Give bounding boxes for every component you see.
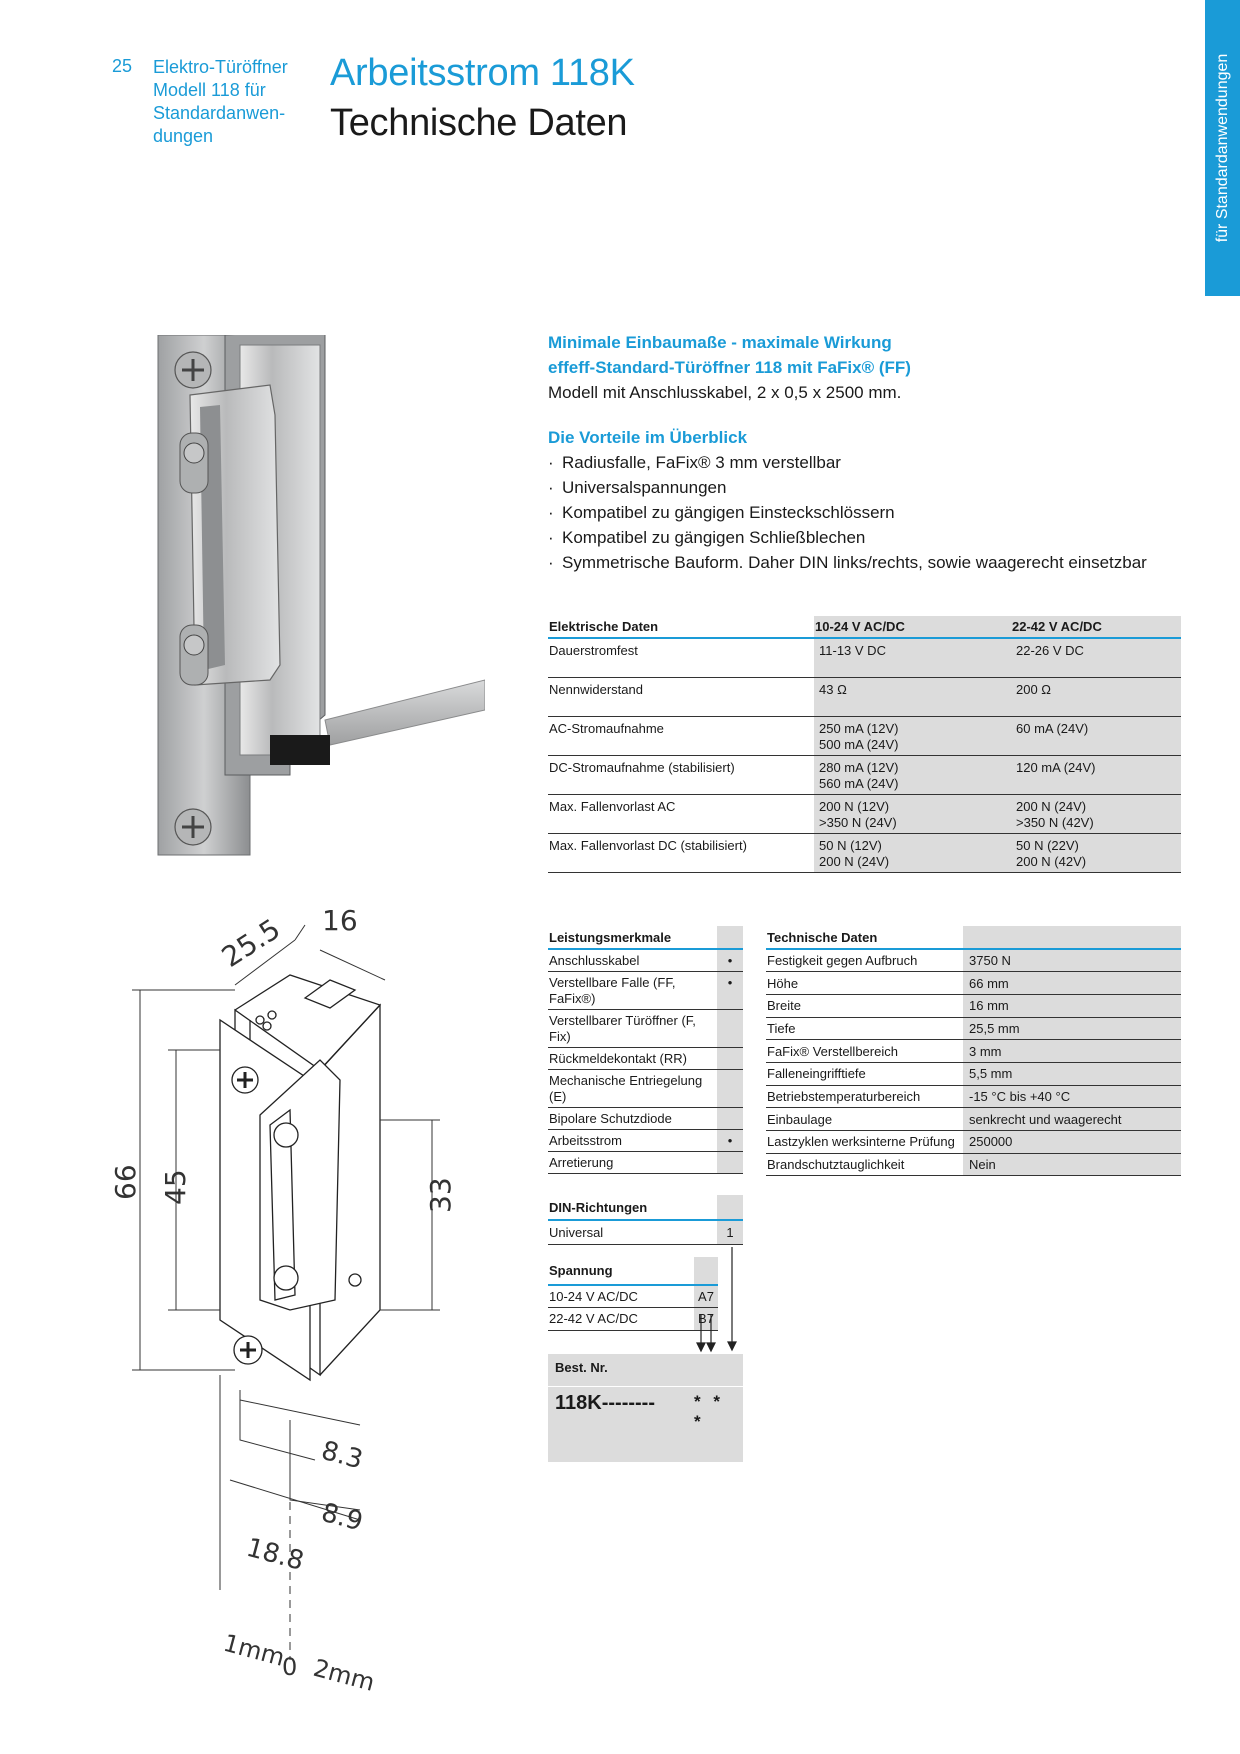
scale-2mm: 2mm: [310, 1654, 377, 1697]
technical-data-table: Technische Daten Festigkeit gegen Aufbru…: [766, 926, 1181, 1177]
scale-1mm: 1mm: [220, 1629, 287, 1672]
order-number-box: Best. Nr. 118K-------- * * *: [548, 1354, 743, 1462]
table-row: Verstellbarer Türöffner (F, Fix): [548, 1009, 743, 1048]
table-row: Verstellbare Falle (FF, FaFix®)•: [548, 971, 743, 1010]
table-row: Dauerstromfest 11-13 V DC 22-26 V DC: [548, 638, 1181, 678]
dim-8-3: 8.3: [318, 1436, 366, 1476]
dim-8-9: 8.9: [318, 1498, 366, 1538]
section-subtitle: Elektro-Türöffner Modell 118 für Standar…: [153, 57, 288, 146]
page-title: Arbeitsstrom 118K: [330, 52, 635, 94]
model-line: Modell mit Anschlusskabel, 2 x 0,5 x 250…: [548, 383, 902, 402]
dim-18-8: 18.8: [243, 1533, 307, 1577]
table-header: 10-24 V AC/DC: [814, 616, 1011, 639]
intro-heading-2: effeff-Standard-Türöffner 118 mit FaFix®…: [548, 358, 911, 377]
table-row: Mechanische Entriegelung (E): [548, 1069, 743, 1108]
dim-33: 33: [424, 1177, 457, 1213]
benefits-list: Radiusfalle, FaFix® 3 mm verstellbar Uni…: [548, 450, 1188, 575]
table-row: Max. Fallenvorlast AC 200 N (12V)>350 N …: [548, 794, 1181, 834]
intro-section: Minimale Einbaumaße - maximale Wirkung e…: [548, 330, 1188, 575]
dim-66: 66: [110, 1164, 142, 1200]
order-code-arrows: [696, 1247, 737, 1353]
table-row: Arbeitsstrom•: [548, 1129, 743, 1152]
table-row: Anschlusskabel•: [548, 949, 743, 972]
intro-heading-1: Minimale Einbaumaße - maximale Wirkung: [548, 333, 892, 352]
table-row: Bipolare Schutzdiode: [548, 1107, 743, 1130]
chapter-tab: für Standardanwendungen: [1205, 0, 1240, 296]
dim-16: 16: [322, 904, 358, 937]
product-photo: [157, 335, 485, 856]
dim-45: 45: [159, 1169, 192, 1205]
electrical-data-table: Elektrische Daten 10-24 V AC/DC 22-42 V …: [548, 616, 1181, 873]
table-row: Nennwiderstand 43 Ω 200 Ω: [548, 677, 1181, 717]
table-row: Rückmeldekontakt (RR): [548, 1047, 743, 1070]
table-header: Elektrische Daten: [548, 616, 814, 639]
table-header: Spannung: [548, 1257, 694, 1286]
order-number-placeholders: * * *: [694, 1392, 724, 1431]
table-row: Max. Fallenvorlast DC (stabilisiert) 50 …: [548, 833, 1181, 873]
table-row: DC-Stromaufnahme (stabilisiert) 280 mA (…: [548, 755, 1181, 795]
list-item: Kompatibel zu gängigen Schließblechen: [548, 525, 1188, 550]
chapter-tab-label: für Standardanwendungen: [1213, 53, 1231, 243]
list-item: Symmetrische Bauform. Daher DIN links/re…: [548, 550, 1188, 575]
table-header: Technische Daten: [766, 926, 963, 950]
list-item: Kompatibel zu gängigen Einsteckschlösser…: [548, 500, 1188, 525]
order-number-label: Best. Nr.: [555, 1360, 608, 1375]
table-header: DIN-Richtungen: [548, 1195, 717, 1221]
dimension-drawing: 25.5 16 66 45 33 8.3 8.9 18.8 1mm 0 2mm: [110, 904, 457, 1697]
dim-25-5: 25.5: [216, 912, 286, 974]
order-number-code: 118K--------: [555, 1392, 655, 1414]
table-header: 22-42 V AC/DC: [1011, 616, 1181, 639]
list-item: Universalspannungen: [548, 475, 1188, 500]
page-number: 25: [112, 56, 133, 76]
benefits-heading: Die Vorteile im Überblick: [548, 428, 748, 447]
table-row: Arretierung: [548, 1151, 743, 1174]
list-item: Radiusfalle, FaFix® 3 mm verstellbar: [548, 450, 1188, 475]
table-row: AC-Stromaufnahme 250 mA (12V)500 mA (24V…: [548, 716, 1181, 756]
table-row: Betriebstemperaturbereich-15 °C bis +40 …: [766, 1085, 1181, 1109]
page-subtitle: Technische Daten: [330, 102, 628, 144]
table-header: Leistungsmerkmale: [548, 926, 717, 950]
scale-0: 0: [282, 1653, 297, 1681]
features-table: Leistungsmerkmale Anschlusskabel• Verste…: [548, 926, 743, 1174]
